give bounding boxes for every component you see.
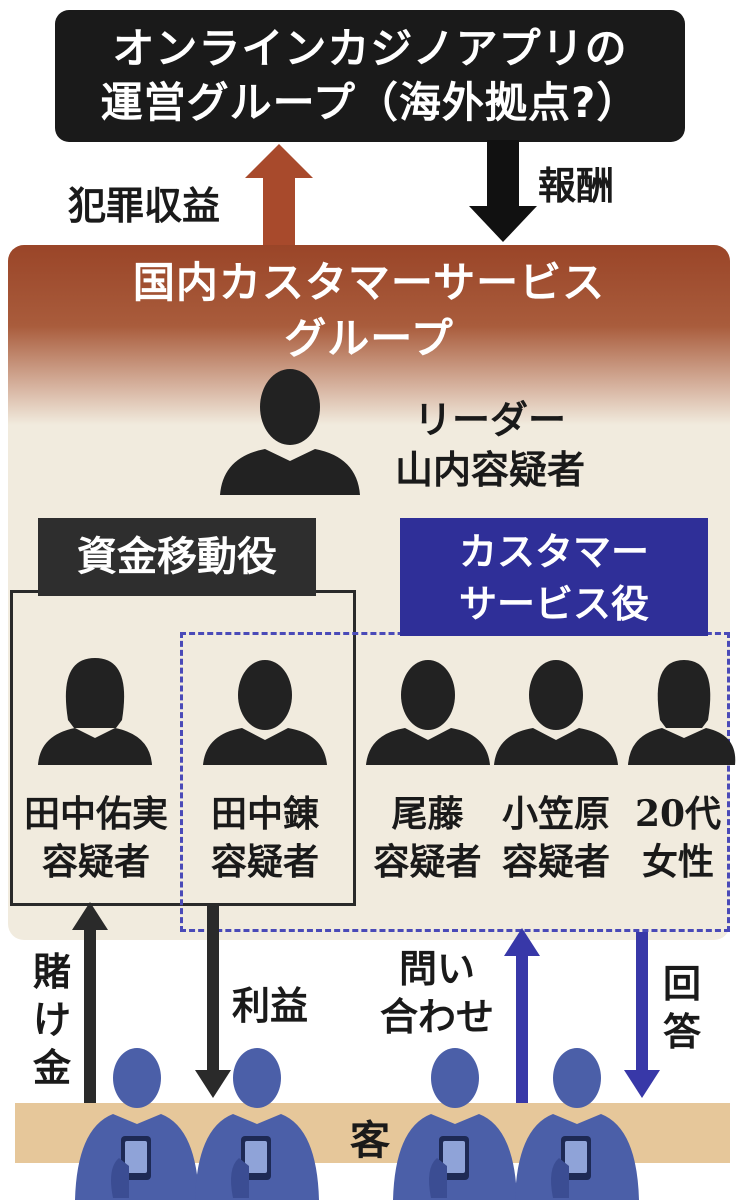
suspect-name-line2: 容疑者: [210, 841, 319, 883]
profit-arrow: [195, 905, 231, 1098]
leader-name: 山内容疑者: [394, 447, 585, 492]
customer-service-role-line1: カスタマー: [458, 530, 649, 574]
panel-header-gradient: [8, 245, 730, 425]
inquiry-arrow: [504, 928, 540, 1107]
suspect-name-line2: 容疑者: [373, 841, 482, 883]
suspect-name-line1: 小笠原: [501, 793, 610, 835]
leader-role: リーダー: [413, 397, 566, 442]
answer-arrow: [624, 932, 660, 1098]
suspect-name-line1: 尾藤: [391, 793, 464, 835]
operator-group-line1: オンラインカジノアプリの: [112, 24, 628, 73]
suspect-name-line1: 田中佑実: [23, 793, 168, 835]
flow-arrows: [72, 902, 660, 1107]
leader-label: リーダー 山内容疑者: [370, 395, 610, 495]
inquiry-label-line1: 問い: [398, 947, 475, 991]
reward-arrow: [469, 140, 537, 242]
customer-silhouette-icon: [75, 1048, 199, 1200]
suspect-name-line2: 容疑者: [41, 841, 150, 883]
profit-label: 利益: [232, 984, 309, 1028]
reward-label: 報酬: [538, 164, 615, 208]
female-silhouette-icon: [628, 660, 736, 765]
bet-label-char: 賭: [32, 950, 71, 994]
customer-silhouette-icon: [195, 1048, 319, 1200]
domestic-group-title: 国内カスタマーサービス グループ: [8, 255, 730, 367]
suspect-name-line2: 女性: [641, 841, 714, 883]
customer-service-role-line2: サービス役: [458, 582, 649, 626]
male-silhouette-icon: [494, 660, 618, 765]
answer-label-char: 答: [662, 1010, 701, 1054]
proceeds-label: 犯罪収益: [68, 184, 221, 228]
leader-silhouette-icon: [220, 369, 360, 495]
domestic-group-line1: 国内カスタマーサービス: [132, 258, 606, 307]
inquiry-label: 問い 合わせ: [372, 945, 502, 1041]
proceeds-arrow: [245, 144, 313, 250]
operator-group-box: オンラインカジノアプリの 運営グループ（海外拠点?）: [55, 10, 685, 142]
suspect-name: 田中錬 容疑者: [190, 790, 340, 886]
bet-label-char: け: [32, 998, 71, 1042]
suspect-name-line1: 田中錬: [210, 793, 319, 835]
customer-label: 客: [350, 1118, 390, 1164]
customer-silhouette-icon: [393, 1048, 517, 1200]
answer-label-char: 回: [662, 962, 701, 1006]
answer-label: 回 答: [658, 960, 706, 1056]
bet-label-char: 金: [32, 1046, 71, 1090]
bet-label: 賭 け 金: [28, 948, 76, 1092]
suspect-name: 尾藤 容疑者: [360, 790, 495, 886]
customer-silhouettes: [75, 1048, 639, 1200]
customer-silhouette-icon: [515, 1048, 639, 1200]
suspect-silhouettes: [38, 658, 736, 765]
bet-arrow: [72, 902, 108, 1105]
suspect-name: 田中佑実 容疑者: [12, 790, 180, 886]
male-silhouette-icon: [366, 660, 490, 765]
inquiry-label-line2: 合わせ: [379, 995, 494, 1039]
suspect-name: 小笠原 容疑者: [492, 790, 620, 886]
male-silhouette-icon: [203, 660, 327, 765]
domestic-group-line2: グループ: [284, 314, 454, 363]
customer-service-role-label: カスタマー サービス役: [400, 518, 708, 636]
operator-group-line2: 運営グループ（海外拠点?）: [100, 78, 640, 127]
suspect-name: 20代 女性: [624, 790, 732, 886]
suspect-name-line2: 容疑者: [501, 841, 610, 883]
fund-transfer-role-label: 資金移動役: [38, 518, 316, 596]
suspect-name-line1: 20代: [634, 793, 722, 835]
top-arrows: [245, 140, 537, 250]
female-silhouette-icon: [38, 658, 152, 765]
